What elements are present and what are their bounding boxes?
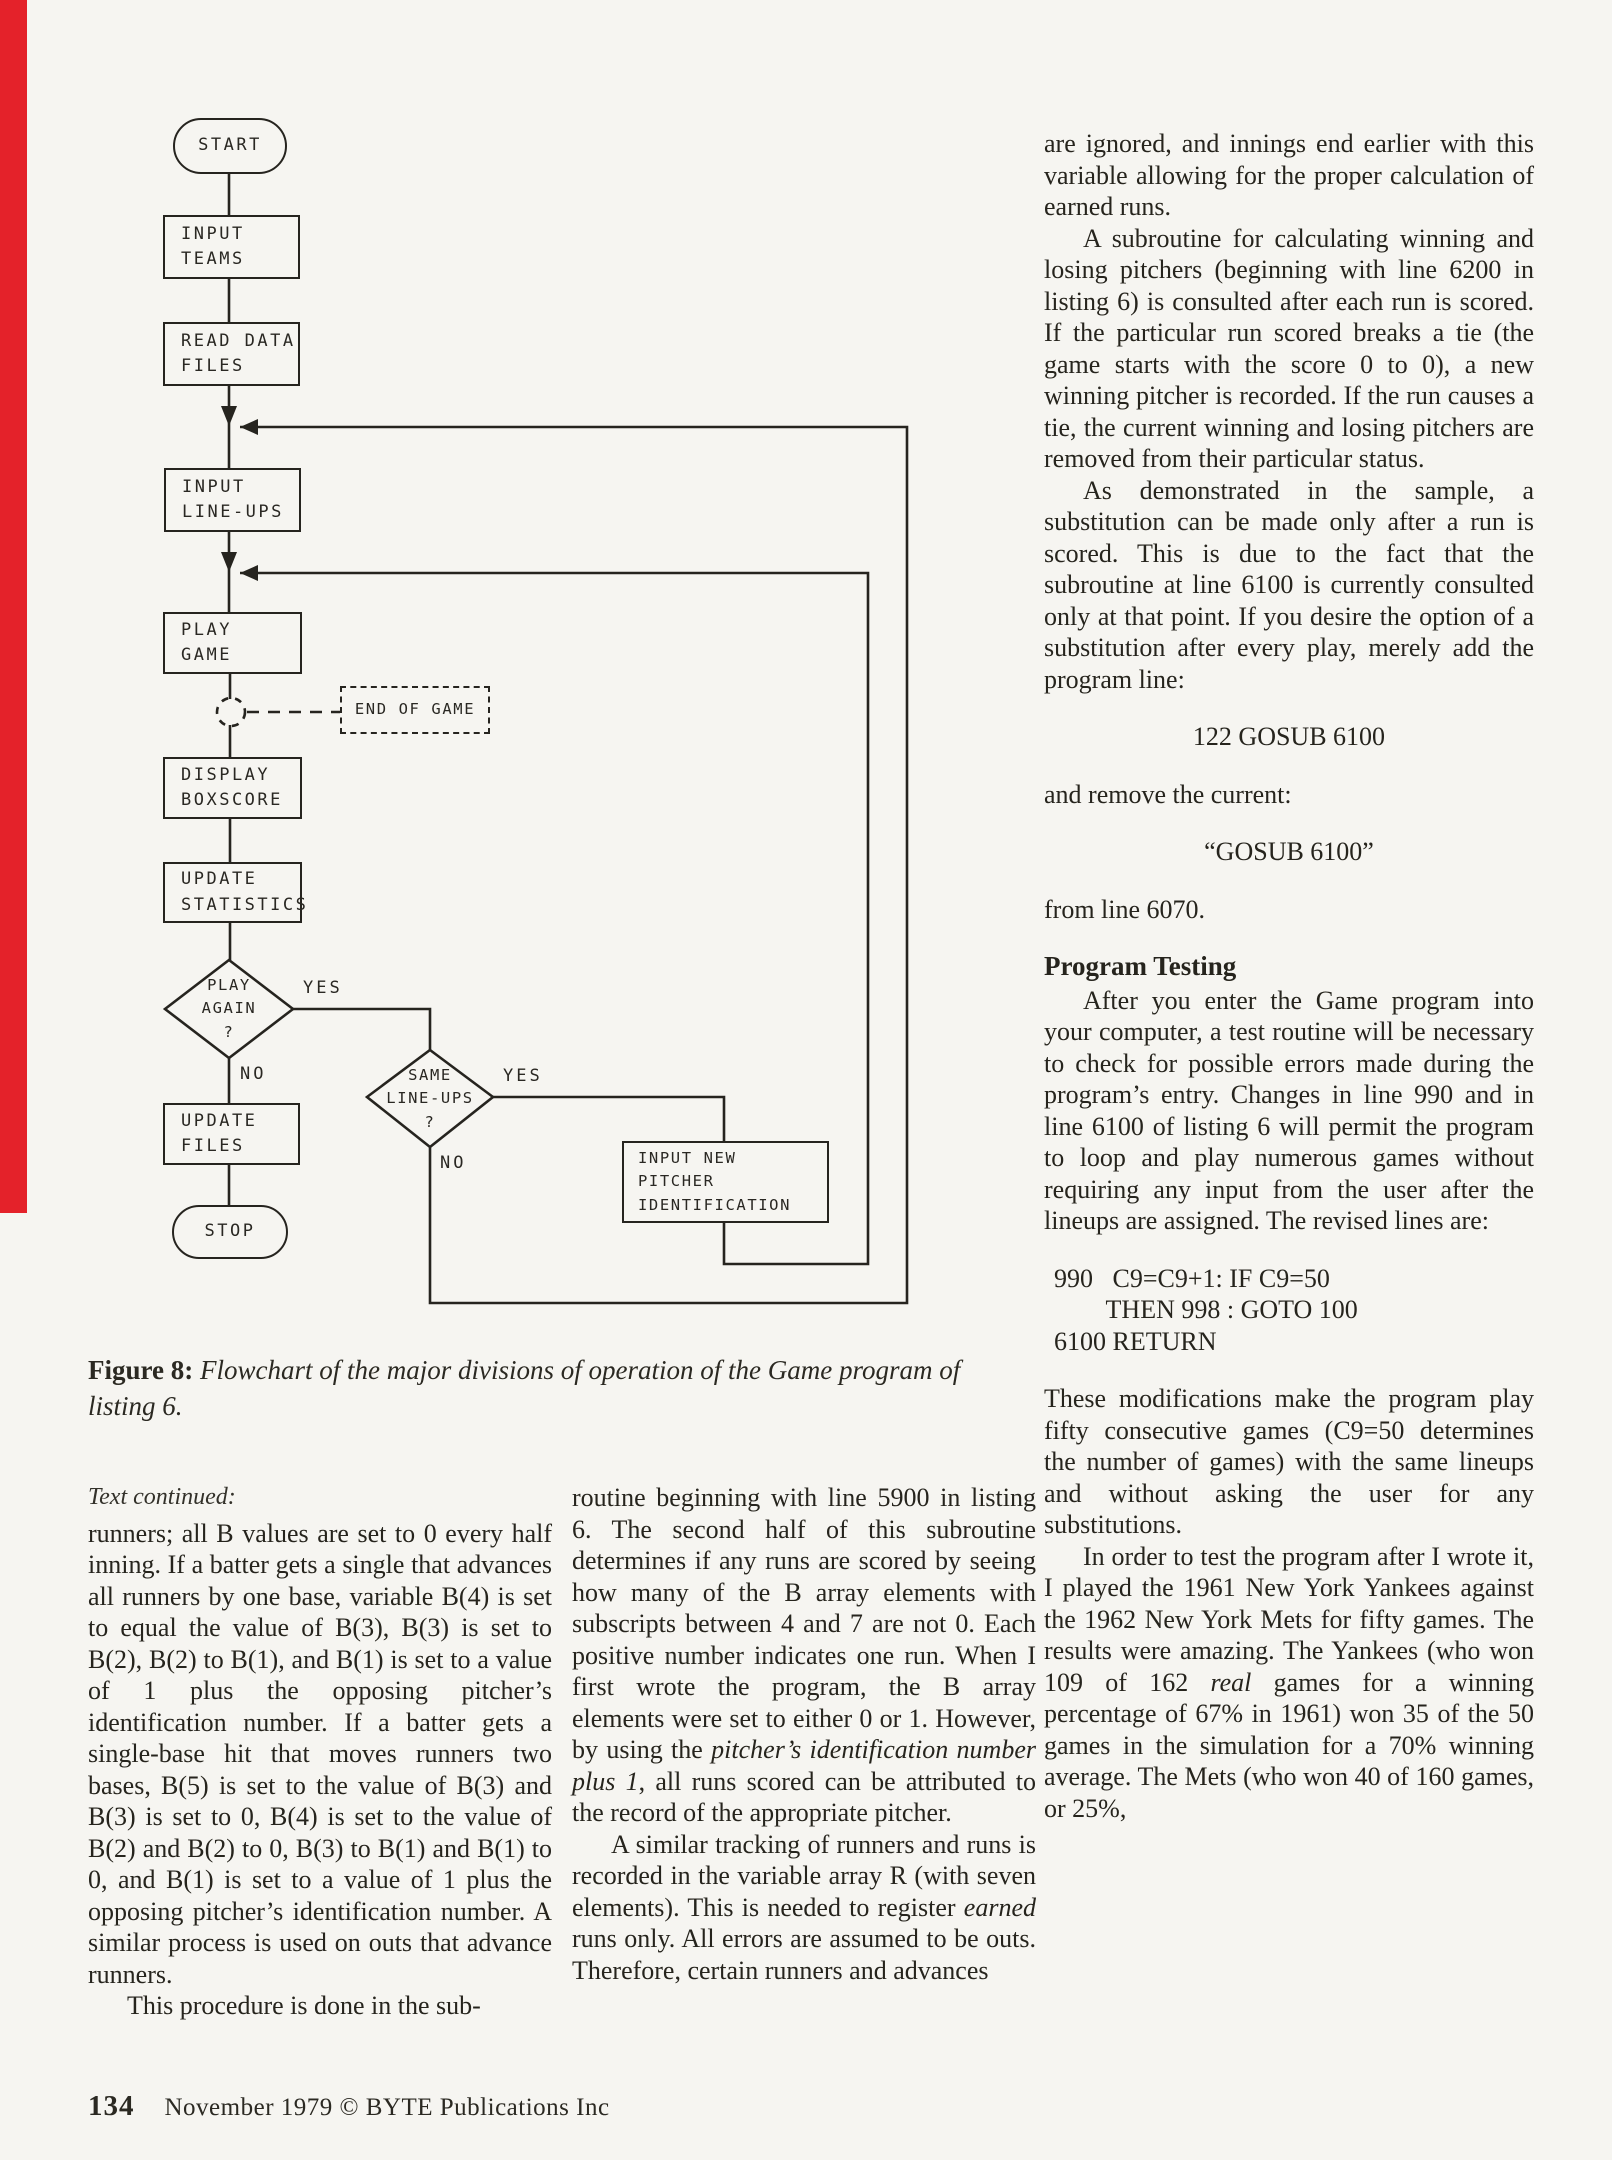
flowchart-connectors bbox=[162, 174, 909, 1305]
spine-red-bar bbox=[0, 0, 27, 1213]
left-column: Text continued: runners; all B values ar… bbox=[88, 1482, 552, 2022]
figure-caption-text: Flowchart of the major divisions of oper… bbox=[88, 1355, 961, 1421]
text-continued-label: Text continued: bbox=[88, 1484, 236, 1510]
flowchart-node-input-lineups: INPUT LINE-UPS bbox=[164, 468, 301, 532]
flowchart-node-input-teams: INPUT TEAMS bbox=[163, 215, 300, 279]
figure-caption: Figure 8: Flowchart of the major divisio… bbox=[88, 1352, 1023, 1424]
page-number: 134 bbox=[88, 2090, 135, 2122]
node-label: PLAY AGAIN ? bbox=[201, 976, 257, 1041]
code-line: 990 C9=C9+1: IF C9=50 bbox=[1054, 1263, 1330, 1293]
flowchart-node-end-of-game: END OF GAME bbox=[340, 686, 490, 734]
paragraph: are ignored, and innings end earlier wit… bbox=[1044, 129, 1534, 221]
middle-column: routine beginning with line 5900 in list… bbox=[572, 1482, 1036, 1986]
page-footer: 134 November 1979 © BYTE Publications Inc bbox=[88, 2090, 610, 2123]
paragraph: After you enter the Game program into yo… bbox=[1044, 985, 1534, 1236]
flowchart-node-same-lineups: SAME LINE-UPS ? bbox=[369, 1054, 491, 1144]
arrowhead-left-2 bbox=[240, 565, 258, 581]
node-label: DISPLAY BOXSCORE bbox=[181, 764, 283, 811]
node-label: SAME LINE-UPS ? bbox=[386, 1066, 474, 1131]
figure-caption-label: Figure 8: bbox=[88, 1355, 194, 1385]
branch-label-yes: YES bbox=[503, 1066, 543, 1086]
flowchart-node-update-files: UPDATE FILES bbox=[163, 1103, 300, 1165]
code-line: 122 GOSUB 6100 bbox=[1192, 722, 1386, 751]
code-line: THEN 998 : GOTO 100 bbox=[1054, 1295, 1358, 1324]
flowchart-node-read-data-files: READ DATA FILES bbox=[163, 322, 300, 386]
paragraph: As demonstrated in the sample, a substit… bbox=[1044, 475, 1534, 694]
code-line: 6100 RETURN bbox=[1054, 1326, 1217, 1356]
node-label: UPDATE FILES bbox=[181, 1110, 258, 1157]
flowchart-node-input-new-pitcher: INPUT NEW PITCHER IDENTIFICATION bbox=[622, 1141, 829, 1223]
arrowhead-down-1 bbox=[221, 406, 237, 426]
node-label: INPUT NEW PITCHER IDENTIFICATION bbox=[638, 1149, 792, 1214]
node-label: UPDATE STATISTICS bbox=[181, 869, 309, 915]
node-label: END OF GAME bbox=[354, 700, 476, 719]
play-again-diamond bbox=[162, 958, 296, 1060]
paragraph: and remove the current: bbox=[1044, 779, 1292, 809]
node-label: STOP bbox=[204, 1221, 256, 1242]
branch-label-yes: YES bbox=[303, 978, 343, 998]
paragraph: from line 6070. bbox=[1044, 894, 1206, 924]
code-line: “GOSUB 6100” bbox=[1204, 837, 1374, 866]
node-label: READ DATA FILES bbox=[181, 330, 296, 377]
paragraph: These modifications make the program pla… bbox=[1044, 1384, 1534, 1539]
flowchart-node-update-statistics: UPDATE STATISTICS bbox=[163, 862, 306, 923]
paragraph: In order to test the program after I wro… bbox=[1044, 1541, 1534, 1823]
section-heading: Program Testing bbox=[1044, 951, 1237, 981]
node-label: START bbox=[198, 135, 262, 156]
code-block: 990 C9=C9+1: IF C9=50 THEN 998 : GOTO 10… bbox=[1054, 1263, 1534, 1358]
branch-label-no: NO bbox=[240, 1064, 267, 1084]
yes-same-lineups-line bbox=[493, 1095, 726, 1141]
node-label: INPUT TEAMS bbox=[181, 223, 245, 270]
flowchart-node-play-again: PLAY AGAIN ? bbox=[167, 962, 291, 1056]
flowchart-node-stop: STOP bbox=[172, 1205, 288, 1259]
flowchart-node-display-boxscore: DISPLAY BOXSCORE bbox=[163, 757, 302, 819]
flowchart-node-start: START bbox=[173, 118, 287, 174]
yes-play-again-line bbox=[293, 1007, 432, 1050]
node-label: INPUT LINE-UPS bbox=[182, 476, 284, 523]
flowchart-node-play-game: PLAY GAME bbox=[163, 612, 302, 674]
arrowhead-left-1 bbox=[240, 419, 258, 435]
same-lineups-diamond bbox=[364, 1048, 496, 1149]
inner-loop-line bbox=[240, 571, 870, 1266]
footer-text: November 1979 © BYTE Publications Inc bbox=[164, 2094, 610, 2121]
paragraph: routine beginning with line 5900 in list… bbox=[572, 1483, 1036, 1827]
connector-circle bbox=[215, 696, 247, 728]
arrowhead-down-2 bbox=[221, 552, 237, 572]
paragraph: A similar tracking of runners and runs i… bbox=[572, 1829, 1036, 1985]
right-column: are ignored, and innings end earlier wit… bbox=[1044, 128, 1534, 1824]
outer-loop-line bbox=[240, 425, 909, 1305]
branch-label-no: NO bbox=[440, 1153, 467, 1173]
paragraph: runners; all B values are set to 0 every… bbox=[88, 1518, 552, 1989]
paragraph: A subroutine for calculating winning and… bbox=[1044, 223, 1534, 474]
node-label: PLAY GAME bbox=[181, 619, 232, 666]
paragraph: This procedure is done in the sub- bbox=[127, 1991, 481, 2020]
